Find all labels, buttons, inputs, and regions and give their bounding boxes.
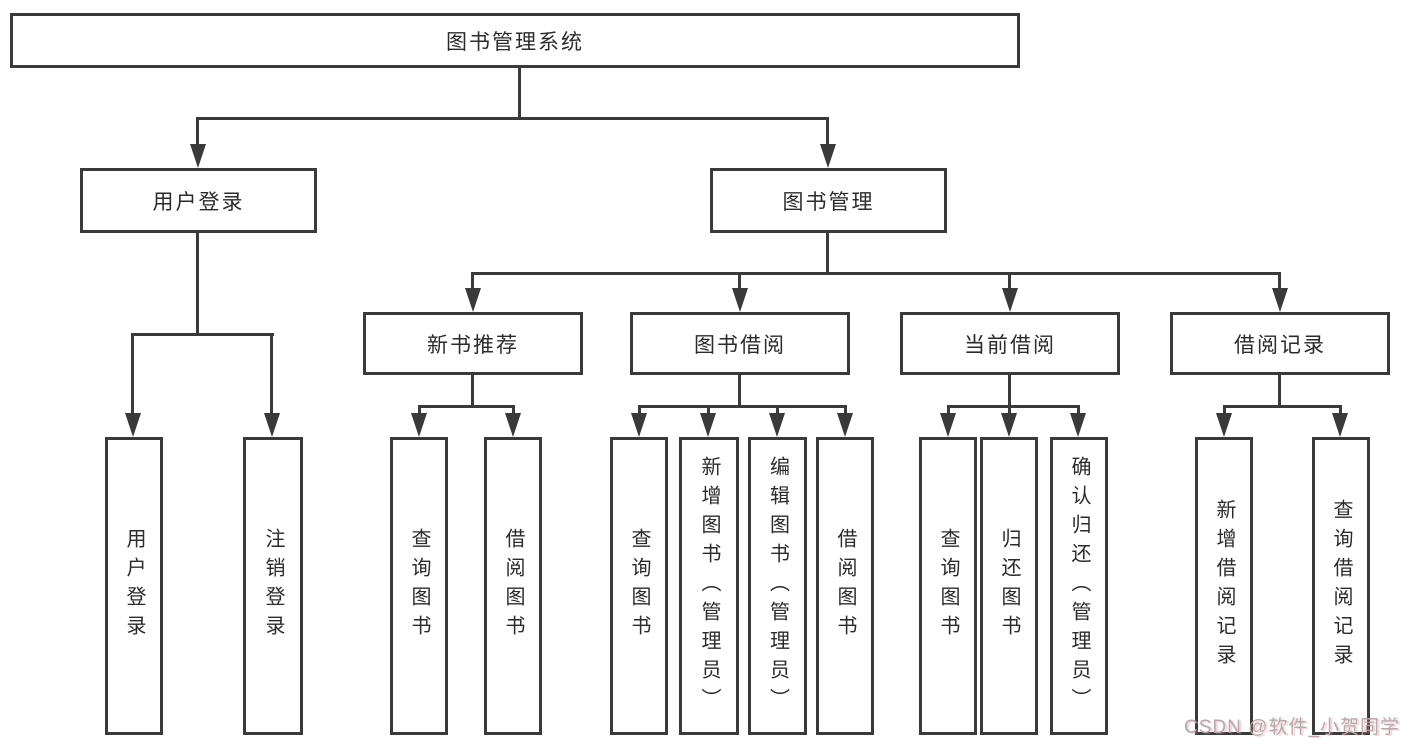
connector-line (638, 405, 641, 416)
connector-line (131, 333, 274, 336)
connector-line (418, 405, 515, 408)
leaf-add-borrow-record: 新增借阅记录 (1195, 437, 1253, 735)
arrowhead-icon (1272, 288, 1288, 312)
leaf-query-borrow-record: 查询借阅记录 (1312, 437, 1370, 735)
leaf-add-book-admin-label: 新增图书（管理员） (698, 455, 720, 717)
arrowhead-icon (1002, 288, 1018, 312)
connector-line (844, 405, 847, 416)
leaf-borrow-books: 借阅图书 (816, 437, 874, 735)
connector-line (738, 272, 741, 292)
connector-line (1339, 405, 1342, 416)
connector-line (947, 405, 1080, 408)
node-current-borrow-label: 当前借阅 (964, 333, 1056, 357)
connector-line (418, 405, 421, 416)
leaf-query-books-current-label: 查询图书 (937, 528, 959, 644)
arrowhead-icon (264, 413, 280, 437)
leaf-query-books-recommend: 查询图书 (390, 437, 448, 735)
node-borrow-records: 借阅记录 (1170, 312, 1390, 375)
connector-line (947, 405, 950, 416)
connector-line (638, 405, 847, 408)
arrowhead-icon (505, 413, 521, 437)
leaf-user-login: 用户登录 (105, 437, 163, 735)
arrowhead-icon (190, 144, 206, 168)
leaf-query-books-recommend-label: 查询图书 (408, 528, 430, 644)
connector-line (738, 375, 741, 407)
leaf-user-login-label: 用户登录 (123, 528, 145, 644)
connector-line (1077, 405, 1080, 416)
connector-line (1223, 405, 1226, 416)
leaf-query-borrow-record-label: 查询借阅记录 (1330, 499, 1352, 673)
arrowhead-icon (465, 288, 481, 312)
connector-line (512, 405, 515, 416)
connector-line (471, 272, 474, 292)
connector-line (270, 333, 273, 415)
arrowhead-icon (1070, 413, 1086, 437)
node-new-book-recommend: 新书推荐 (363, 312, 583, 375)
connector-line (1278, 375, 1281, 407)
connector-line (776, 405, 779, 416)
arrowhead-icon (631, 413, 647, 437)
connector-line (1008, 375, 1011, 407)
csdn-watermark: CSDN @软件_小贺同学 (1184, 717, 1400, 738)
connector-line (196, 117, 829, 120)
arrowhead-icon (1332, 413, 1348, 437)
arrowhead-icon (411, 413, 427, 437)
leaf-borrow-books-label: 借阅图书 (834, 528, 856, 644)
node-book-management-label: 图书管理 (782, 190, 875, 214)
leaf-add-borrow-record-label: 新增借阅记录 (1213, 499, 1235, 673)
arrowhead-icon (837, 413, 853, 437)
arrowhead-icon (1216, 413, 1232, 437)
node-root-label: 图书管理系统 (446, 30, 584, 54)
leaf-logout-label: 注销登录 (262, 528, 284, 644)
arrowhead-icon (732, 288, 748, 312)
connector-line (471, 375, 474, 407)
connector-line (1008, 405, 1011, 416)
arrowhead-icon (820, 144, 836, 168)
connector-line (518, 68, 521, 119)
leaf-query-books-current: 查询图书 (919, 437, 977, 735)
arrowhead-icon (1001, 413, 1017, 437)
arrowhead-icon (940, 413, 956, 437)
connector-line (1008, 272, 1011, 292)
node-current-borrow: 当前借阅 (900, 312, 1120, 375)
node-user-login-label: 用户登录 (152, 190, 245, 214)
arrowhead-icon (769, 413, 785, 437)
connector-line (707, 405, 710, 416)
leaf-edit-book-admin: 编辑图书（管理员） (748, 437, 807, 735)
arrowhead-icon (125, 413, 141, 437)
arrowhead-icon (700, 413, 716, 437)
node-book-borrow: 图书借阅 (630, 312, 850, 375)
connector-line (196, 117, 199, 148)
leaf-query-books-borrow-label: 查询图书 (628, 528, 650, 644)
node-borrow-records-label: 借阅记录 (1234, 333, 1326, 357)
node-book-borrow-label: 图书借阅 (694, 333, 786, 357)
leaf-confirm-return-admin: 确认归还（管理员） (1050, 437, 1108, 735)
connector-line (1223, 405, 1342, 408)
leaf-borrow-books-recommend-label: 借阅图书 (502, 528, 524, 644)
leaf-edit-book-admin-label: 编辑图书（管理员） (766, 455, 789, 717)
connector-line (471, 272, 1281, 275)
leaf-confirm-return-admin-label: 确认归还（管理员） (1068, 455, 1090, 717)
leaf-logout: 注销登录 (243, 437, 303, 735)
leaf-return-book: 归还图书 (980, 437, 1038, 735)
connector-line (1278, 272, 1281, 292)
node-book-management: 图书管理 (710, 168, 947, 233)
leaf-borrow-books-recommend: 借阅图书 (484, 437, 542, 735)
connector-line (131, 333, 134, 415)
leaf-query-books-borrow: 查询图书 (610, 437, 668, 735)
connector-line (826, 117, 829, 148)
node-user-login: 用户登录 (80, 168, 317, 233)
node-new-book-recommend-label: 新书推荐 (427, 333, 519, 357)
leaf-add-book-admin: 新增图书（管理员） (679, 437, 739, 735)
connector-line (196, 233, 199, 336)
leaf-return-book-label: 归还图书 (998, 528, 1020, 644)
connector-line (826, 233, 829, 275)
node-root: 图书管理系统 (10, 13, 1020, 68)
